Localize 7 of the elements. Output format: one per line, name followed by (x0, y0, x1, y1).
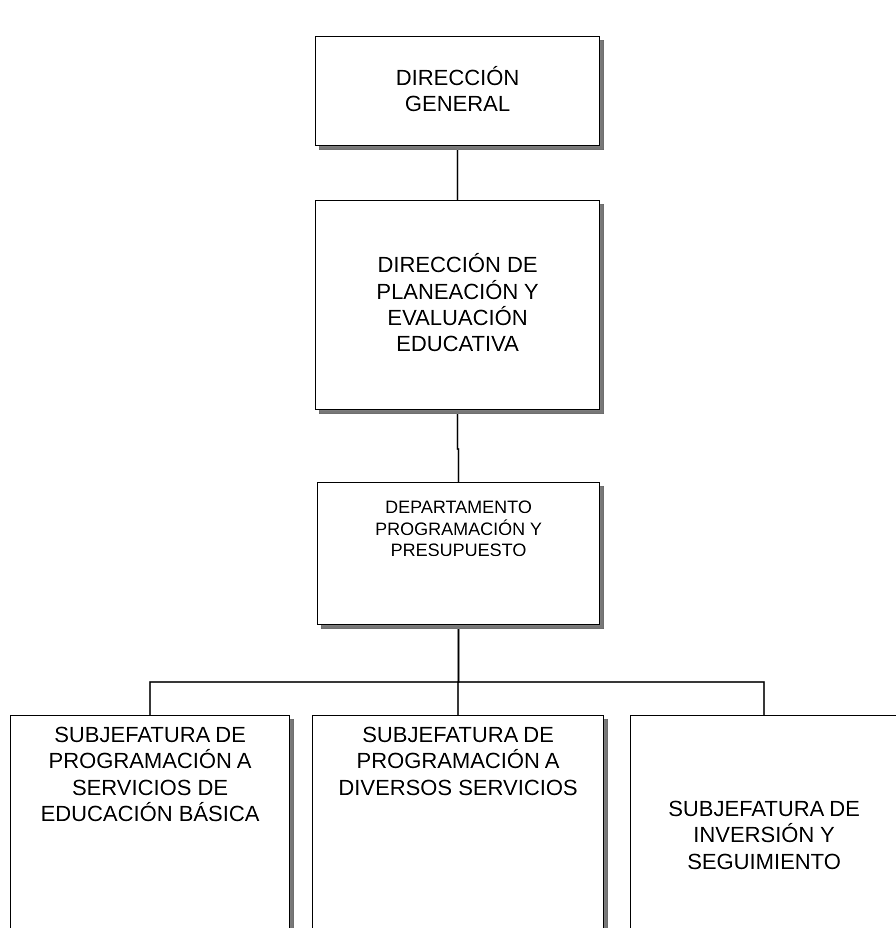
org-box (630, 715, 896, 928)
unit-name: SUBJEFATURA DE INVERSIÓN Y SEGUIMIENTO (667, 796, 861, 876)
unit-name: DIRECCIÓN GENERAL (394, 64, 520, 118)
unit-name: SUBJEFATURA DE PROGRAMACIÓN A SERVICIOS DE EDUCACIÓN BÁSICA (40, 722, 260, 828)
unit-name: DIRECCIÓN DE PLANEACIÓN Y EVALUACIÓN EDUCATIVA (375, 252, 540, 358)
unit-name: DEPARTAMENTO PROGRAMACIÓN Y PRESUPUESTO (374, 497, 543, 562)
unit-name: SUBJEFATURA DE PROGRAMACIÓN A DIVERSOS SERVICIOS (337, 722, 579, 802)
